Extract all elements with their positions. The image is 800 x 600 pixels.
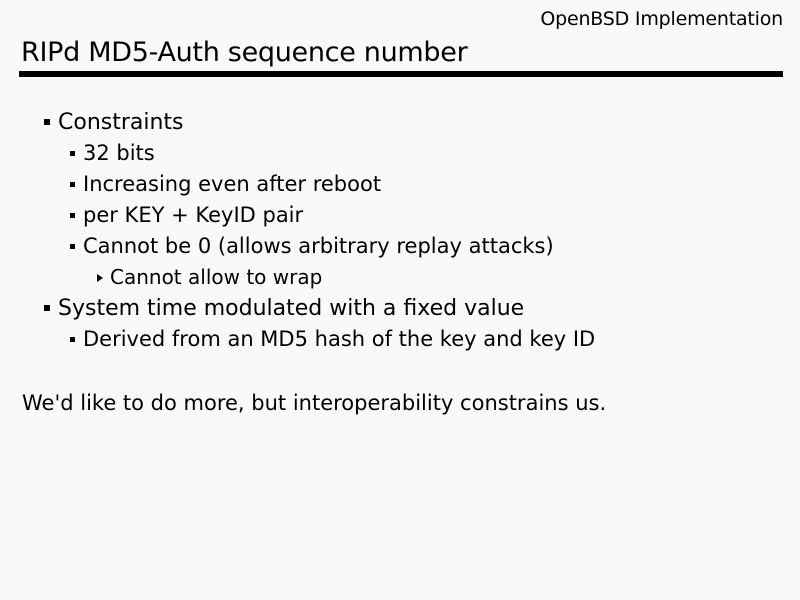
small-square-bullet-icon	[70, 151, 75, 156]
bullet-list: Constraints 32 bits Increasing even afte…	[0, 107, 800, 355]
small-square-bullet-icon	[70, 244, 75, 249]
square-bullet-icon	[44, 305, 50, 311]
small-square-bullet-icon	[70, 337, 75, 342]
title-underline-rule	[19, 71, 783, 77]
bullet-item-level1: System time modulated with a fixed value	[0, 293, 800, 324]
bullet-text: Cannot allow to wrap	[110, 265, 323, 289]
bullet-item-level2: Derived from an MD5 hash of the key and …	[0, 324, 800, 355]
triangle-bullet-icon	[97, 274, 103, 282]
square-bullet-icon	[44, 119, 50, 125]
bullet-text: System time modulated with a fixed value	[58, 296, 525, 321]
small-square-bullet-icon	[70, 182, 75, 187]
bullet-text: Constraints	[58, 110, 184, 135]
bullet-text: Increasing even after reboot	[83, 172, 382, 196]
slide-title: RIPd MD5-Auth sequence number	[21, 37, 468, 68]
bullet-text: Derived from an MD5 hash of the key and …	[83, 327, 596, 351]
closing-note: We'd like to do more, but interoperabili…	[22, 391, 607, 415]
bullet-item-level2: Cannot be 0 (allows arbitrary replay att…	[0, 231, 800, 262]
bullet-item-level3: Cannot allow to wrap	[0, 262, 800, 293]
bullet-text: 32 bits	[83, 141, 155, 165]
bullet-item-level2: 32 bits	[0, 138, 800, 169]
slide-header-label: OpenBSD Implementation	[540, 8, 783, 30]
bullet-item-level2: per KEY + KeyID pair	[0, 200, 800, 231]
bullet-text: per KEY + KeyID pair	[83, 203, 304, 227]
bullet-item-level2: Increasing even after reboot	[0, 169, 800, 200]
small-square-bullet-icon	[70, 213, 75, 218]
bullet-item-level1: Constraints	[0, 107, 800, 138]
bullet-text: Cannot be 0 (allows arbitrary replay att…	[83, 234, 554, 258]
